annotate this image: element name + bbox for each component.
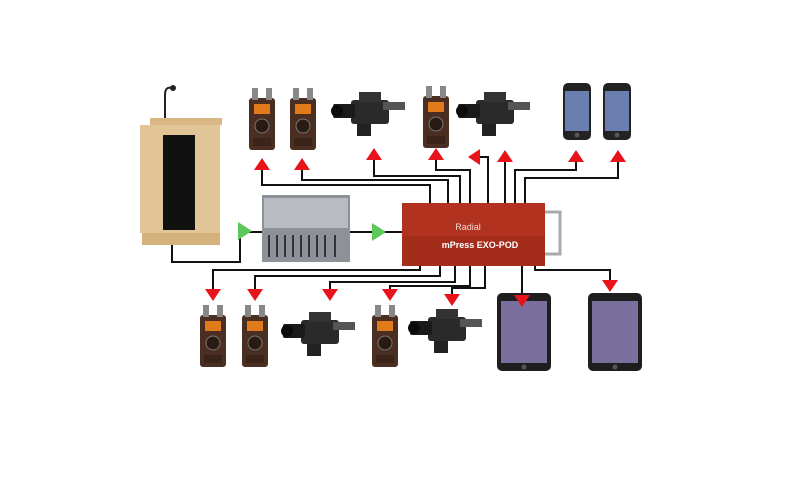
smartphone — [563, 83, 591, 140]
arrow-down — [322, 289, 338, 301]
arrow-right — [238, 222, 252, 240]
recorder — [289, 87, 317, 151]
video-camera — [456, 92, 530, 136]
video-camera — [331, 92, 405, 136]
smartphone — [603, 83, 631, 140]
arrow-up — [294, 158, 310, 170]
arrow-down — [382, 289, 398, 301]
arrow-right — [372, 223, 386, 241]
arrow-down — [247, 289, 263, 301]
arrow-down — [514, 295, 530, 307]
brand-logo: Radial — [455, 222, 481, 232]
arrow-down — [602, 280, 618, 292]
recorder — [422, 85, 450, 149]
arrow-up — [254, 158, 270, 170]
mixer — [262, 195, 350, 262]
recorder — [199, 304, 227, 368]
podium — [140, 85, 222, 245]
input-arrows — [238, 222, 386, 241]
recorder — [371, 304, 399, 368]
arrow-up — [428, 148, 444, 160]
arrow-up — [610, 150, 626, 162]
arrow-down — [444, 294, 460, 306]
arrow-up — [366, 148, 382, 160]
cables — [171, 156, 619, 295]
arrow-up — [568, 150, 584, 162]
video-camera — [408, 309, 482, 353]
arrow-up — [497, 150, 513, 162]
tablet — [497, 293, 551, 371]
output-arrows — [205, 148, 626, 307]
arrow-left — [468, 149, 480, 165]
tablet — [588, 293, 642, 371]
recorder — [241, 304, 269, 368]
model-label: mPress EXO-POD — [442, 240, 519, 250]
arrow-down — [205, 289, 221, 301]
recorder — [248, 87, 276, 151]
video-camera — [281, 312, 355, 356]
mpress-exo-pod: Radial mPress EXO-POD — [402, 203, 562, 266]
